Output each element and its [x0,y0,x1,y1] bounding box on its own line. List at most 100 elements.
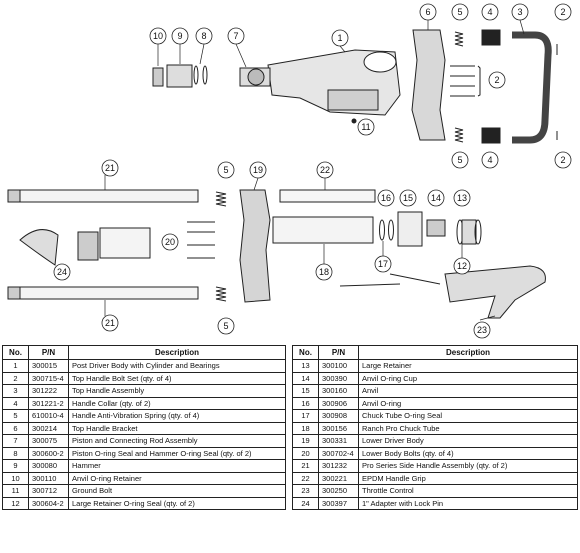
cell-no: 13 [292,359,319,373]
table-header-row: No. P/N Description [292,345,578,360]
anvil-oring-retainer-part [152,67,164,87]
header-description: Description [68,345,286,360]
callout-8: 8 [195,27,213,45]
svg-text:11: 11 [361,122,370,132]
cell-description: Top Handle Bracket [68,421,286,435]
top-handle-bracket-part [411,29,446,141]
callout-10: 10 [149,27,167,45]
cell-no: 2 [2,371,29,385]
callout-4b: 4 [481,151,499,169]
cell-pn: 610010-4 [28,409,69,423]
side-handle-part [7,189,199,300]
svg-text:22: 22 [320,165,330,175]
cell-description: Throttle Control [358,484,578,498]
callout-24: 24 [53,263,71,281]
anvil-oring-part [388,219,394,241]
cell-no: 3 [2,384,29,398]
cell-description: Pro Series Side Handle Assembly (qty. of… [358,459,578,473]
svg-text:12: 12 [457,261,467,271]
svg-text:24: 24 [57,267,67,277]
callout-5c: 5 [217,161,235,179]
top-handle-part [512,31,552,144]
cell-description: Top Handle Bolt Set (qty. of 4) [68,371,286,385]
cell-no: 20 [292,446,319,460]
spring-part [215,191,227,302]
cell-description: Top Handle Assembly [68,384,286,398]
cell-pn: 300214 [28,421,69,435]
cell-no: 4 [2,396,29,410]
callout-13: 13 [453,189,471,207]
cell-pn: 300250 [318,484,359,498]
callout-4: 4 [481,3,499,21]
exploded-parts-diagram: 1 2 2 2 3 4 4 5 5 5 5 6 7 8 9 10 11 12 1… [7,3,572,339]
callout-14: 14 [427,189,445,207]
callout-7: 7 [227,27,245,45]
cell-no: 19 [292,434,319,448]
svg-text:13: 13 [457,193,467,203]
cell-description: Anvil [358,384,578,398]
svg-text:16: 16 [381,193,391,203]
callout-23: 23 [473,321,491,339]
cell-no: 1 [2,359,29,373]
callout-6: 6 [419,3,437,21]
cell-pn: 300156 [318,421,359,435]
lower-driver-body-part [239,189,271,303]
cell-no: 16 [292,396,319,410]
cell-description: Anvil O-ring Retainer [68,471,286,485]
cell-no: 23 [292,484,319,498]
svg-text:3: 3 [517,7,522,17]
cell-no: 22 [292,471,319,485]
svg-text:10: 10 [153,31,163,41]
cell-pn: 300331 [318,434,359,448]
cell-description: Post Driver Body with Cylinder and Beari… [68,359,286,373]
svg-text:5: 5 [223,321,228,331]
cell-pn: 300390 [318,371,359,385]
svg-text:5: 5 [223,165,228,175]
cell-pn: 300906 [318,396,359,410]
callout-5b: 5 [451,151,469,169]
hammer-oring-part [202,65,208,85]
svg-text:5: 5 [457,7,462,17]
cell-pn: 301221-2 [28,396,69,410]
spring-part [454,31,464,143]
cell-description: EPDM Handle Grip [358,471,578,485]
cell-no: 14 [292,371,319,385]
svg-text:21: 21 [105,318,115,328]
cell-no: 7 [2,434,29,448]
hammer-part [166,64,193,88]
cell-pn: 300715-4 [28,371,69,385]
cell-no: 17 [292,409,319,423]
svg-text:14: 14 [431,193,441,203]
cell-no: 18 [292,421,319,435]
header-description: Description [358,345,578,360]
svg-text:2: 2 [560,7,565,17]
handle-grip-part [279,189,376,203]
cell-no: 6 [2,421,29,435]
svg-text:20: 20 [165,237,175,247]
cell-description: Ground Bolt [68,484,286,498]
svg-text:18: 18 [319,267,329,277]
header-pn: P/N [318,345,359,360]
chuck-tube-part [272,216,374,244]
cell-description: Hammer [68,459,286,473]
callout-12: 12 [453,257,471,275]
cell-no: 15 [292,384,319,398]
callout-21: 21 [101,159,119,177]
ground-bolt-part [351,118,357,124]
cell-description: Large Retainer O-ring Seal (qty. of 2) [68,496,286,510]
table-header-row: No. P/N Description [2,345,286,360]
cell-pn: 300397 [318,496,359,510]
